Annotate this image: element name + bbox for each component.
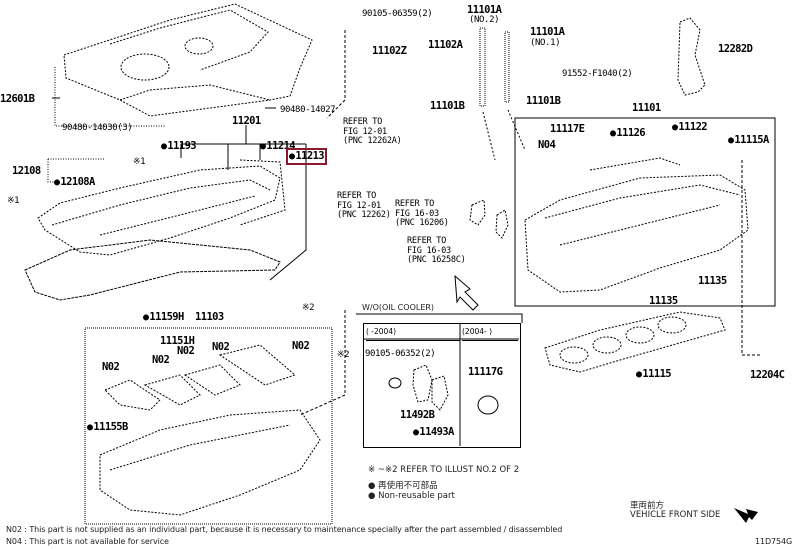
part-label-90105-06352[interactable]: 90105-06352(2) xyxy=(365,349,436,359)
part-label-N02-d[interactable]: N02 xyxy=(212,341,230,353)
part-label-11135-b[interactable]: 11135 xyxy=(649,295,678,307)
camshaft-housing-box xyxy=(84,327,333,525)
part-label-N02-a[interactable]: N02 xyxy=(102,361,120,373)
refer-fig-12-01-pnc-12262a[interactable]: REFER TO FIG 12-01 (PNC 12262A) xyxy=(343,117,402,146)
part-label-11493A[interactable]: 11493A xyxy=(413,427,454,438)
cylinder-head-sub-assy-box xyxy=(514,117,776,307)
legend-nonreusable-jp: ● 再使用不可部品 xyxy=(368,479,438,491)
part-label-11151H[interactable]: 11151H xyxy=(160,335,195,347)
part-label-11101B-right[interactable]: 11101B xyxy=(526,95,561,107)
part-label-11101A-no2[interactable]: 11101A xyxy=(467,4,502,16)
head-gasket-drawing xyxy=(544,311,726,373)
engine-cover-drawing xyxy=(63,3,313,117)
part-label-11102A[interactable]: 11102A xyxy=(428,39,463,51)
camshaft-housing-drawing xyxy=(99,344,321,516)
footnote-n02: N02 : This part is not supplied as an in… xyxy=(6,525,563,534)
part-label-12108A[interactable]: 12108A xyxy=(54,177,95,188)
part-label-N04[interactable]: N04 xyxy=(538,139,556,151)
part-label-11213-highlighted[interactable]: 11213 xyxy=(285,148,328,165)
illustration-id: 11D754G xyxy=(755,537,793,546)
part-label-90480-14027[interactable]: 90480-14027 xyxy=(280,105,336,115)
cylinder-head-drawing xyxy=(524,157,749,293)
part-label-91552-F1040[interactable]: 91552-F1040(2) xyxy=(562,69,633,79)
refer-fig-16-03-pnc-16258c[interactable]: REFER TO FIG 16-03 (PNC 16258C) xyxy=(407,236,466,265)
bullet-icon: ● xyxy=(368,491,379,501)
variant-table: ( -2004) (2004- ) xyxy=(363,323,521,448)
refer-fig-12-01-pnc-12262[interactable]: REFER TO FIG 12-01 (PNC 12262) xyxy=(337,191,391,220)
note-mark-2b: ※2 xyxy=(337,350,350,360)
part-label-11214[interactable]: 11214 xyxy=(260,141,295,152)
part-label-12282D[interactable]: 12282D xyxy=(718,43,753,55)
part-label-11101A-no1[interactable]: 11101A xyxy=(530,26,565,38)
bullet-icon: ● xyxy=(368,481,379,491)
legend-range-note: ※ ~※2 REFER TO ILLUST NO.2 OF 2 xyxy=(368,465,520,475)
part-label-11103[interactable]: 11103 xyxy=(195,311,224,323)
legend-front-en: VEHICLE FRONT SIDE xyxy=(630,510,721,520)
legend-nonreusable-en: ● Non-reusable part xyxy=(368,491,455,501)
part-label-12108[interactable]: 12108 xyxy=(12,165,41,177)
part-label-11102Z[interactable]: 11102Z xyxy=(372,45,407,57)
note-mark-1b: ※1 xyxy=(7,196,20,206)
legend-nonreusable-jp-text: 再使用不可部品 xyxy=(378,481,438,491)
part-label-11492B[interactable]: 11492B xyxy=(400,409,435,421)
part-label-11201[interactable]: 11201 xyxy=(232,115,261,127)
part-label-11115[interactable]: 11115 xyxy=(636,369,671,380)
part-label-11155B[interactable]: 11155B xyxy=(87,422,128,433)
part-label-11101[interactable]: 11101 xyxy=(632,102,661,114)
part-label-N02-c[interactable]: N02 xyxy=(177,345,195,357)
part-label-11101B-left[interactable]: 11101B xyxy=(430,100,465,112)
part-label-11117G[interactable]: 11117G xyxy=(468,366,503,378)
part-sublabel-no2: (NO.2) xyxy=(469,15,500,25)
variant-col-post-2004: (2004- ) xyxy=(462,324,518,341)
part-label-90105-06359[interactable]: 90105-06359(2) xyxy=(362,9,433,19)
variant-title: W/O(OIL COOLER) xyxy=(362,303,435,312)
part-sublabel-no1: (NO.1) xyxy=(530,38,561,48)
note-mark-2a: ※2 xyxy=(302,303,315,313)
legend-front-jp: 車両前方 xyxy=(630,501,665,511)
part-label-12204C[interactable]: 12204C xyxy=(750,369,785,381)
cylinder-head-cover-drawing xyxy=(37,159,286,256)
part-label-11115A[interactable]: 11115A xyxy=(728,135,769,146)
part-label-11159H[interactable]: 11159H xyxy=(143,312,184,323)
part-label-11135-a[interactable]: 11135 xyxy=(698,275,727,287)
part-label-12601B[interactable]: 12601B xyxy=(0,93,35,105)
note-mark-1a: ※1 xyxy=(133,157,146,167)
part-label-11117E[interactable]: 11117E xyxy=(550,123,585,135)
part-label-90480-14030[interactable]: 90480-14030(3) xyxy=(62,123,133,133)
refer-fig-16-03-pnc-16206[interactable]: REFER TO FIG 16-03 (PNC 16206) xyxy=(395,199,449,228)
variant-col-pre-2004: ( -2004) xyxy=(366,324,460,341)
part-label-11193[interactable]: 11193 xyxy=(161,141,196,152)
part-label-11126[interactable]: 11126 xyxy=(610,128,645,139)
vehicle-front-arrow-icon xyxy=(734,508,758,523)
part-label-N02-e[interactable]: N02 xyxy=(292,340,310,352)
part-label-11122[interactable]: 11122 xyxy=(672,122,707,133)
legend-nonreusable-en-text: Non-reusable part xyxy=(378,491,455,501)
part-label-N02-b[interactable]: N02 xyxy=(152,354,170,366)
footnote-n04: N04 : This part is not available for ser… xyxy=(6,537,169,546)
